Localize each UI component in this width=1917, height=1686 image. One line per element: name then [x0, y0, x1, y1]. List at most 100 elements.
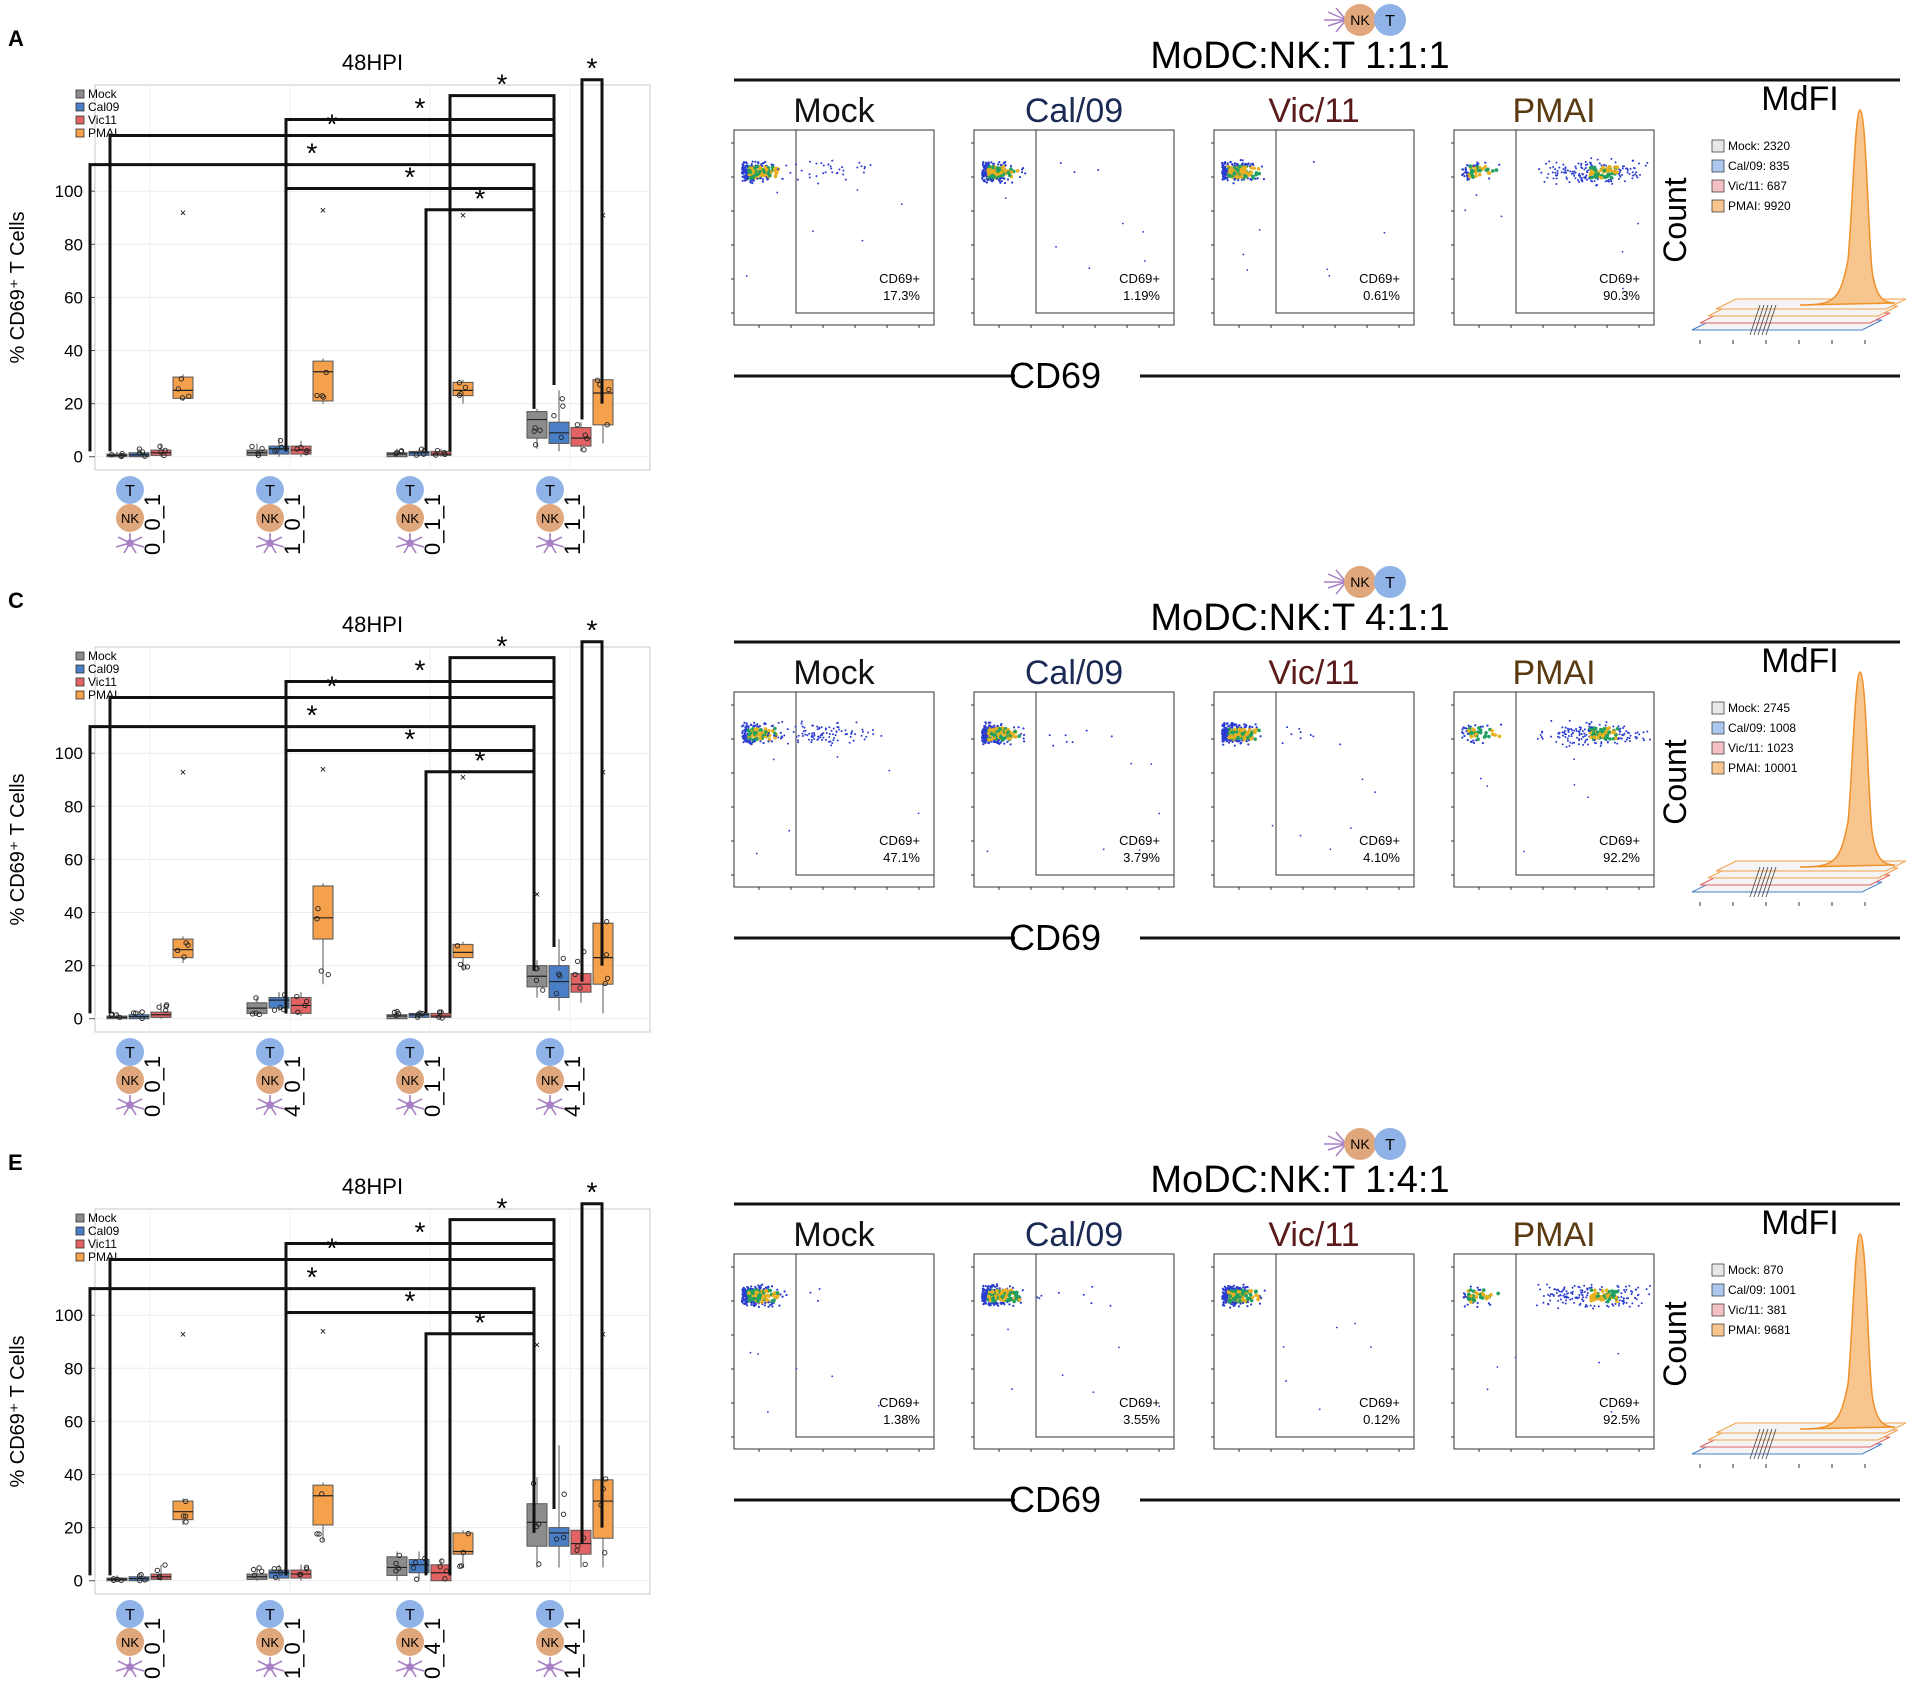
event-dot [761, 180, 765, 183]
event-dot [981, 1297, 984, 1300]
event-dot [999, 723, 1003, 727]
event-dot [1577, 179, 1580, 182]
event-dot [1239, 159, 1242, 162]
event-dot [983, 1294, 986, 1298]
event-dot [1469, 730, 1474, 735]
event-dot [1596, 1294, 1600, 1298]
event-dot [740, 1300, 744, 1303]
event-dot [1537, 1283, 1540, 1286]
event-dot [1242, 737, 1247, 742]
event-dot [997, 163, 1000, 166]
event-dot [831, 159, 834, 162]
event-dot [1008, 1290, 1013, 1295]
data-point [253, 995, 259, 1001]
event-dot [997, 738, 1001, 742]
event-dot [1569, 741, 1572, 744]
event-dot [1130, 762, 1133, 765]
y-tick-label: 80 [64, 1359, 83, 1378]
event-dot [1540, 735, 1543, 738]
event-dot [1252, 166, 1256, 171]
event-dot [801, 732, 804, 735]
event-dot [1246, 1301, 1250, 1304]
event-dot [1565, 1295, 1568, 1298]
event-dot [1579, 1289, 1582, 1292]
event-dot [753, 727, 758, 732]
event-dot [1248, 164, 1251, 168]
event-dot [1545, 162, 1548, 165]
event-dot [1231, 1285, 1234, 1289]
plot-title: 48HPI [342, 1174, 403, 1199]
event-dot [1618, 1302, 1621, 1305]
flow-panel-d: DNKTMoDC:NK:T 4:1:1MockCD69+47.1%Cal/09C… [700, 566, 1907, 958]
event-dot [1622, 1302, 1625, 1305]
event-dot [744, 171, 747, 175]
event-dot [984, 161, 988, 164]
event-dot [1241, 159, 1244, 162]
event-dot [1020, 171, 1024, 174]
event-dot [1059, 161, 1062, 164]
event-dot [1309, 733, 1312, 736]
event-dot [1488, 177, 1491, 180]
event-dot [1008, 733, 1012, 738]
event-dot [1642, 737, 1645, 740]
event-dot [1632, 174, 1635, 177]
event-dot [1584, 1305, 1587, 1308]
event-dot [1486, 171, 1491, 175]
event-dot [810, 735, 813, 738]
box-cal09 [268, 996, 290, 1009]
event-dot [1479, 777, 1482, 780]
event-dot [811, 724, 814, 727]
event-dot [832, 739, 835, 742]
event-dot [992, 162, 995, 165]
data-point [272, 448, 278, 454]
histogram-peak-low [1761, 304, 1773, 336]
event-dot [1009, 167, 1013, 171]
event-dot [1299, 834, 1302, 837]
event-dot [772, 164, 775, 167]
nk-cell-shape [116, 504, 144, 532]
event-dot [828, 733, 831, 736]
event-dot [1007, 1293, 1012, 1298]
event-dot [1628, 1284, 1631, 1287]
t-cell-icon: T [256, 476, 284, 504]
nk-cell-label: NK [401, 511, 419, 526]
event-dot [1464, 166, 1467, 170]
dc-body [266, 1663, 274, 1671]
event-dot [1250, 1295, 1255, 1300]
event-dot [1607, 1305, 1610, 1308]
event-dot [1472, 1298, 1477, 1303]
nk-cell-shape [116, 1066, 144, 1094]
event-dot [801, 735, 804, 738]
event-dot [1573, 174, 1576, 177]
event-dot [1612, 730, 1616, 735]
histogram-peak-low [1749, 304, 1761, 336]
event-dot [753, 173, 758, 177]
box-pmai [312, 885, 334, 940]
cd69-gate [1275, 692, 1414, 876]
dc-body [266, 1101, 274, 1109]
event-dot [837, 726, 840, 729]
event-dot [770, 725, 773, 728]
nk-cell-label: NK [121, 1635, 139, 1650]
event-dot [991, 728, 995, 732]
significance-star: * [327, 108, 338, 139]
event-dot [800, 722, 803, 725]
event-dot [1232, 1284, 1235, 1287]
event-dot [1571, 1297, 1574, 1300]
dendritic-cell-icon [255, 1095, 285, 1116]
event-dot [1580, 162, 1583, 165]
y-axis-label: % CD69⁺ T Cells [7, 1335, 29, 1487]
data-point [183, 1498, 189, 1505]
dendritic-cell-icon [535, 533, 565, 554]
event-dot [1110, 735, 1113, 738]
event-dot [854, 733, 857, 736]
data-point [594, 377, 601, 383]
event-dot [996, 177, 999, 180]
data-point [581, 447, 587, 453]
data-point [186, 393, 192, 399]
event-dot [1142, 230, 1145, 233]
event-dot [828, 726, 831, 729]
histogram-peak-low [1761, 1428, 1773, 1460]
event-dot [1617, 177, 1620, 180]
event-dot [1567, 730, 1570, 733]
